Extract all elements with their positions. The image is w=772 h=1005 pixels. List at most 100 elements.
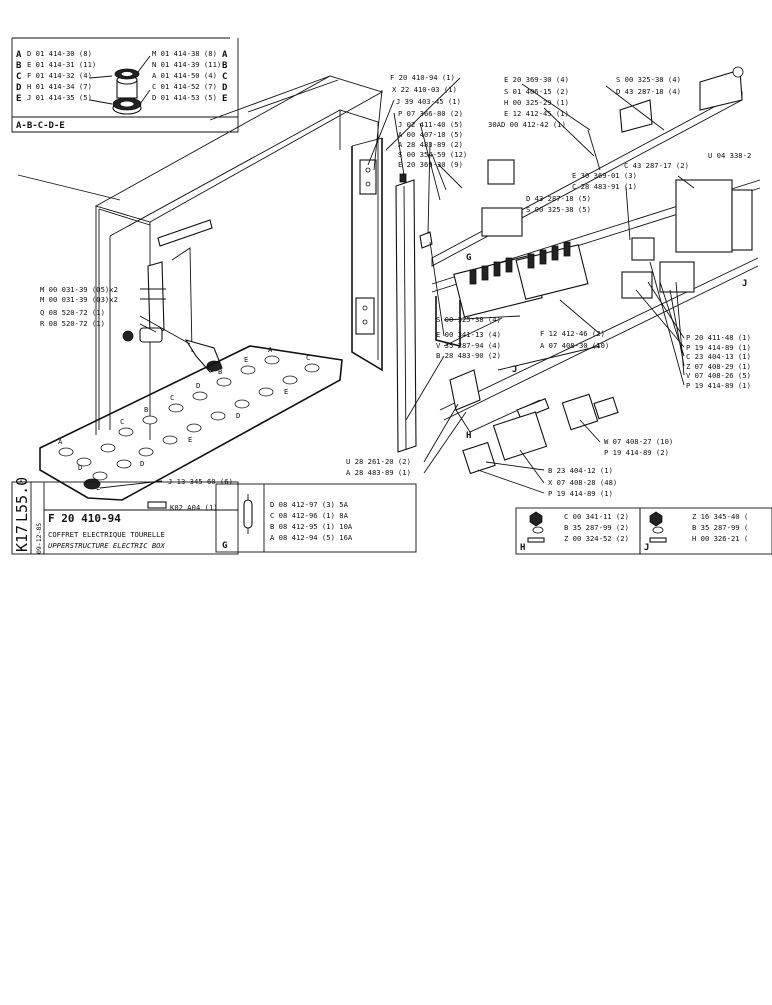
callout-p-19-414-89-b: P 19 414-89 (1)	[686, 381, 751, 390]
callout-p-19-414-89-c: P 19 414-89 (1)	[548, 489, 613, 498]
leader-lines	[99, 77, 695, 494]
plate-fastener	[83, 478, 101, 490]
callout-s-00-325-38-4b: S 00 325-38 (4)	[436, 315, 501, 324]
callout-d-43-287-18-5: D 43 287-18 (5)	[526, 194, 591, 203]
kit-box: A D 01 414-30 (8) B E 01 414-31 (11) C F…	[11, 37, 239, 133]
h-box-letter: H	[520, 543, 525, 553]
callout-j-02-411-40: J 02 411-40 (5)	[398, 120, 463, 129]
title-english: UPPERSTRUCTURE ELECTRIC BOX	[48, 541, 166, 550]
h-z-00-324-52: Z 00 324-52 (2)	[564, 534, 629, 543]
callout-e-20-369-30-4: E 20 369-30 (4)	[504, 75, 569, 84]
hinge-lower	[355, 297, 375, 335]
callout-x-07-408-28: X 07 408-28 (48)	[548, 478, 617, 487]
callout-c-28-483-91: C 28 483-91 (1)	[572, 182, 637, 191]
hinge-upper	[359, 159, 377, 195]
callout-z-07-408-29: Z 07 408-29 (1)	[686, 362, 751, 371]
callout-s-00-325-38-5: S 00 325-38 (5)	[526, 205, 591, 214]
callout-u-28-261-20: U 28 261-20 (2)	[346, 457, 411, 466]
kit-code-d-right: C 01 414-52 (7)	[152, 82, 217, 91]
hole-mark-d4: D	[236, 411, 240, 420]
callout-f-20-410-94: F 20 410-94 (1)	[390, 73, 455, 82]
mounting-plate: A D C B C D B E A C E D E D E	[39, 345, 343, 501]
h-box: H C 00 341-11 (2) B 35 287-99 (2) Z 00 3…	[515, 507, 641, 555]
callout-p-07-366-80: P 07 366-80 (2)	[398, 109, 463, 118]
callout-v-35-287-94: V 35 287-94 (4)	[436, 341, 501, 350]
kit-letter-d-right: D	[222, 83, 228, 93]
j-b-35-287-99: B 35 287-99 (	[692, 523, 748, 532]
hole-mark-b: B	[144, 405, 148, 414]
kit-box-right-list: M 01 414-38 (8) A N 01 414-39 (11) B A 0…	[152, 49, 228, 104]
j-box-letter: J	[644, 543, 649, 553]
fuse-5a: D 08 412-97 (3) 5A	[270, 500, 349, 509]
plate-holes	[58, 355, 320, 481]
callout-u-04-338: U 04 338-2	[708, 151, 751, 160]
callouts-plate-left: J 13 345-60 (6) K02 A04 (1)	[147, 477, 233, 512]
hole-mark-e3: E	[188, 435, 192, 444]
callout-p-19-414-89-2: P 19 414-89 (2)	[604, 448, 669, 457]
hole-mark-b2: B	[218, 367, 222, 376]
callout-r-08-520-72: R 08 520-72 (1)	[40, 319, 105, 328]
door-panel	[351, 137, 383, 372]
kit-code-d-left: H 01 414-34 (7)	[27, 82, 92, 91]
callout-v-07-408-26: V 07 408-26 (5)	[686, 371, 751, 380]
callout-p-20-411-48: P 20 411-48 (1)	[686, 333, 751, 342]
screw-icon	[527, 537, 545, 543]
callout-x-22-410-03: X 22 410-03 (1)	[392, 85, 457, 94]
callouts-left-mid: M 00 031-39 (Q5)x2 M 00 031-39 (Q3)x2 Q …	[40, 285, 118, 328]
j-screw-icon	[649, 537, 667, 543]
callout-30ad-00-412-42: 30AD 00 412-42 (1)	[488, 120, 566, 129]
hole-mark-d: D	[78, 463, 82, 472]
kit-box-title: A-B-C-D-E	[16, 121, 65, 131]
kit-code-e-left: J 01 414-35 (5)	[27, 93, 92, 102]
callouts-top-center: F 20 410-94 (1) X 22 410-03 (1) J 39 403…	[390, 73, 467, 169]
callout-b-28-483-90: B 28 483-90 (2)	[436, 351, 501, 360]
kit-code-c-right: A 01 414-50 (4)	[152, 71, 217, 80]
fuse-8a: C 08 412-96 (1) 8A	[270, 511, 349, 520]
callout-j-13-345-60: J 13 345-60 (6)	[168, 477, 233, 486]
marker-g: G	[466, 253, 471, 263]
kit-code-a-left: D 01 414-30 (8)	[27, 49, 92, 58]
letter-markers: G H J J	[466, 253, 747, 441]
title-part-number: F 20 410-94	[48, 512, 121, 525]
callout-s-01-406-15: S 01 406-15 (2)	[504, 87, 569, 96]
callout-s-00-354-59: S 00 354-59 (12)	[398, 150, 467, 159]
hole-mark-a2: A	[268, 345, 273, 354]
callouts-right-mid: E 30 369-01 (3) C 43 287-17 (2) C 28 483…	[572, 151, 751, 191]
fuse-icon	[243, 499, 253, 529]
k02-fitting	[147, 501, 167, 509]
kit-letter-b-left: B	[16, 61, 22, 71]
callout-e-20-369-30: E 20 369-30 (9)	[398, 160, 463, 169]
j-nut-icon	[649, 511, 663, 527]
j-h-00-326-21: H 00 326-21 (	[692, 534, 748, 543]
callout-c-43-287-17: C 43 287-17 (2)	[624, 161, 689, 170]
callouts-right-list: P 20 411-48 (1) P 19 414-89 (1) C 23 404…	[686, 333, 751, 390]
fuse-box-letter: G	[222, 541, 227, 551]
hole-mark-a: A	[58, 437, 63, 446]
vertical-label-strip	[147, 261, 165, 335]
callouts-center-lower: S 00 325-38 (4) E 00 341-13 (4) V 35 287…	[436, 315, 501, 360]
fuse-10a: B 08 412-95 (1) 10A	[270, 522, 353, 531]
callout-d-43-287-18: D 43 287-18 (4)	[616, 87, 681, 96]
callout-a-07-408-30: A 07 408-30 (10)	[540, 341, 609, 350]
kit-letter-a-left: A	[16, 50, 22, 60]
kit-box-left-list: A D 01 414-30 (8) B E 01 414-31 (11) C F…	[16, 49, 96, 104]
callout-e-00-341-13: E 00 341-13 (4)	[436, 330, 501, 339]
nut-icon	[529, 511, 543, 527]
cable-gland-drawing	[89, 55, 151, 115]
title-date: 09-12-85	[35, 523, 43, 554]
h-b-35-287-99: B 35 287-99 (2)	[564, 523, 629, 532]
callout-k02-a04: K02 A04 (1)	[170, 503, 218, 512]
kit-code-e-right: D 01 414-53 (5)	[152, 93, 217, 102]
kit-letter-e-left: E	[16, 94, 21, 104]
kit-letter-b-right: B	[222, 61, 228, 71]
fuse-box-g: G D 08 412-97 (3) 5A C 08 412-96 (1) 8A …	[215, 483, 417, 553]
callout-e-30-369-01: E 30 369-01 (3)	[572, 171, 637, 180]
callout-p-19-414-89-a: P 19 414-89 (1)	[686, 343, 751, 352]
marker-h: H	[466, 431, 471, 441]
callouts-center-right: F 12 412-46 (2) A 07 408-30 (10)	[540, 329, 609, 350]
callouts-bottom-left: U 28 261-20 (2) A 28 483-89 (1)	[346, 457, 411, 477]
hole-mark-c: C	[120, 417, 124, 426]
callout-h-00-325-29: H 00 325-29 (1)	[504, 98, 569, 107]
